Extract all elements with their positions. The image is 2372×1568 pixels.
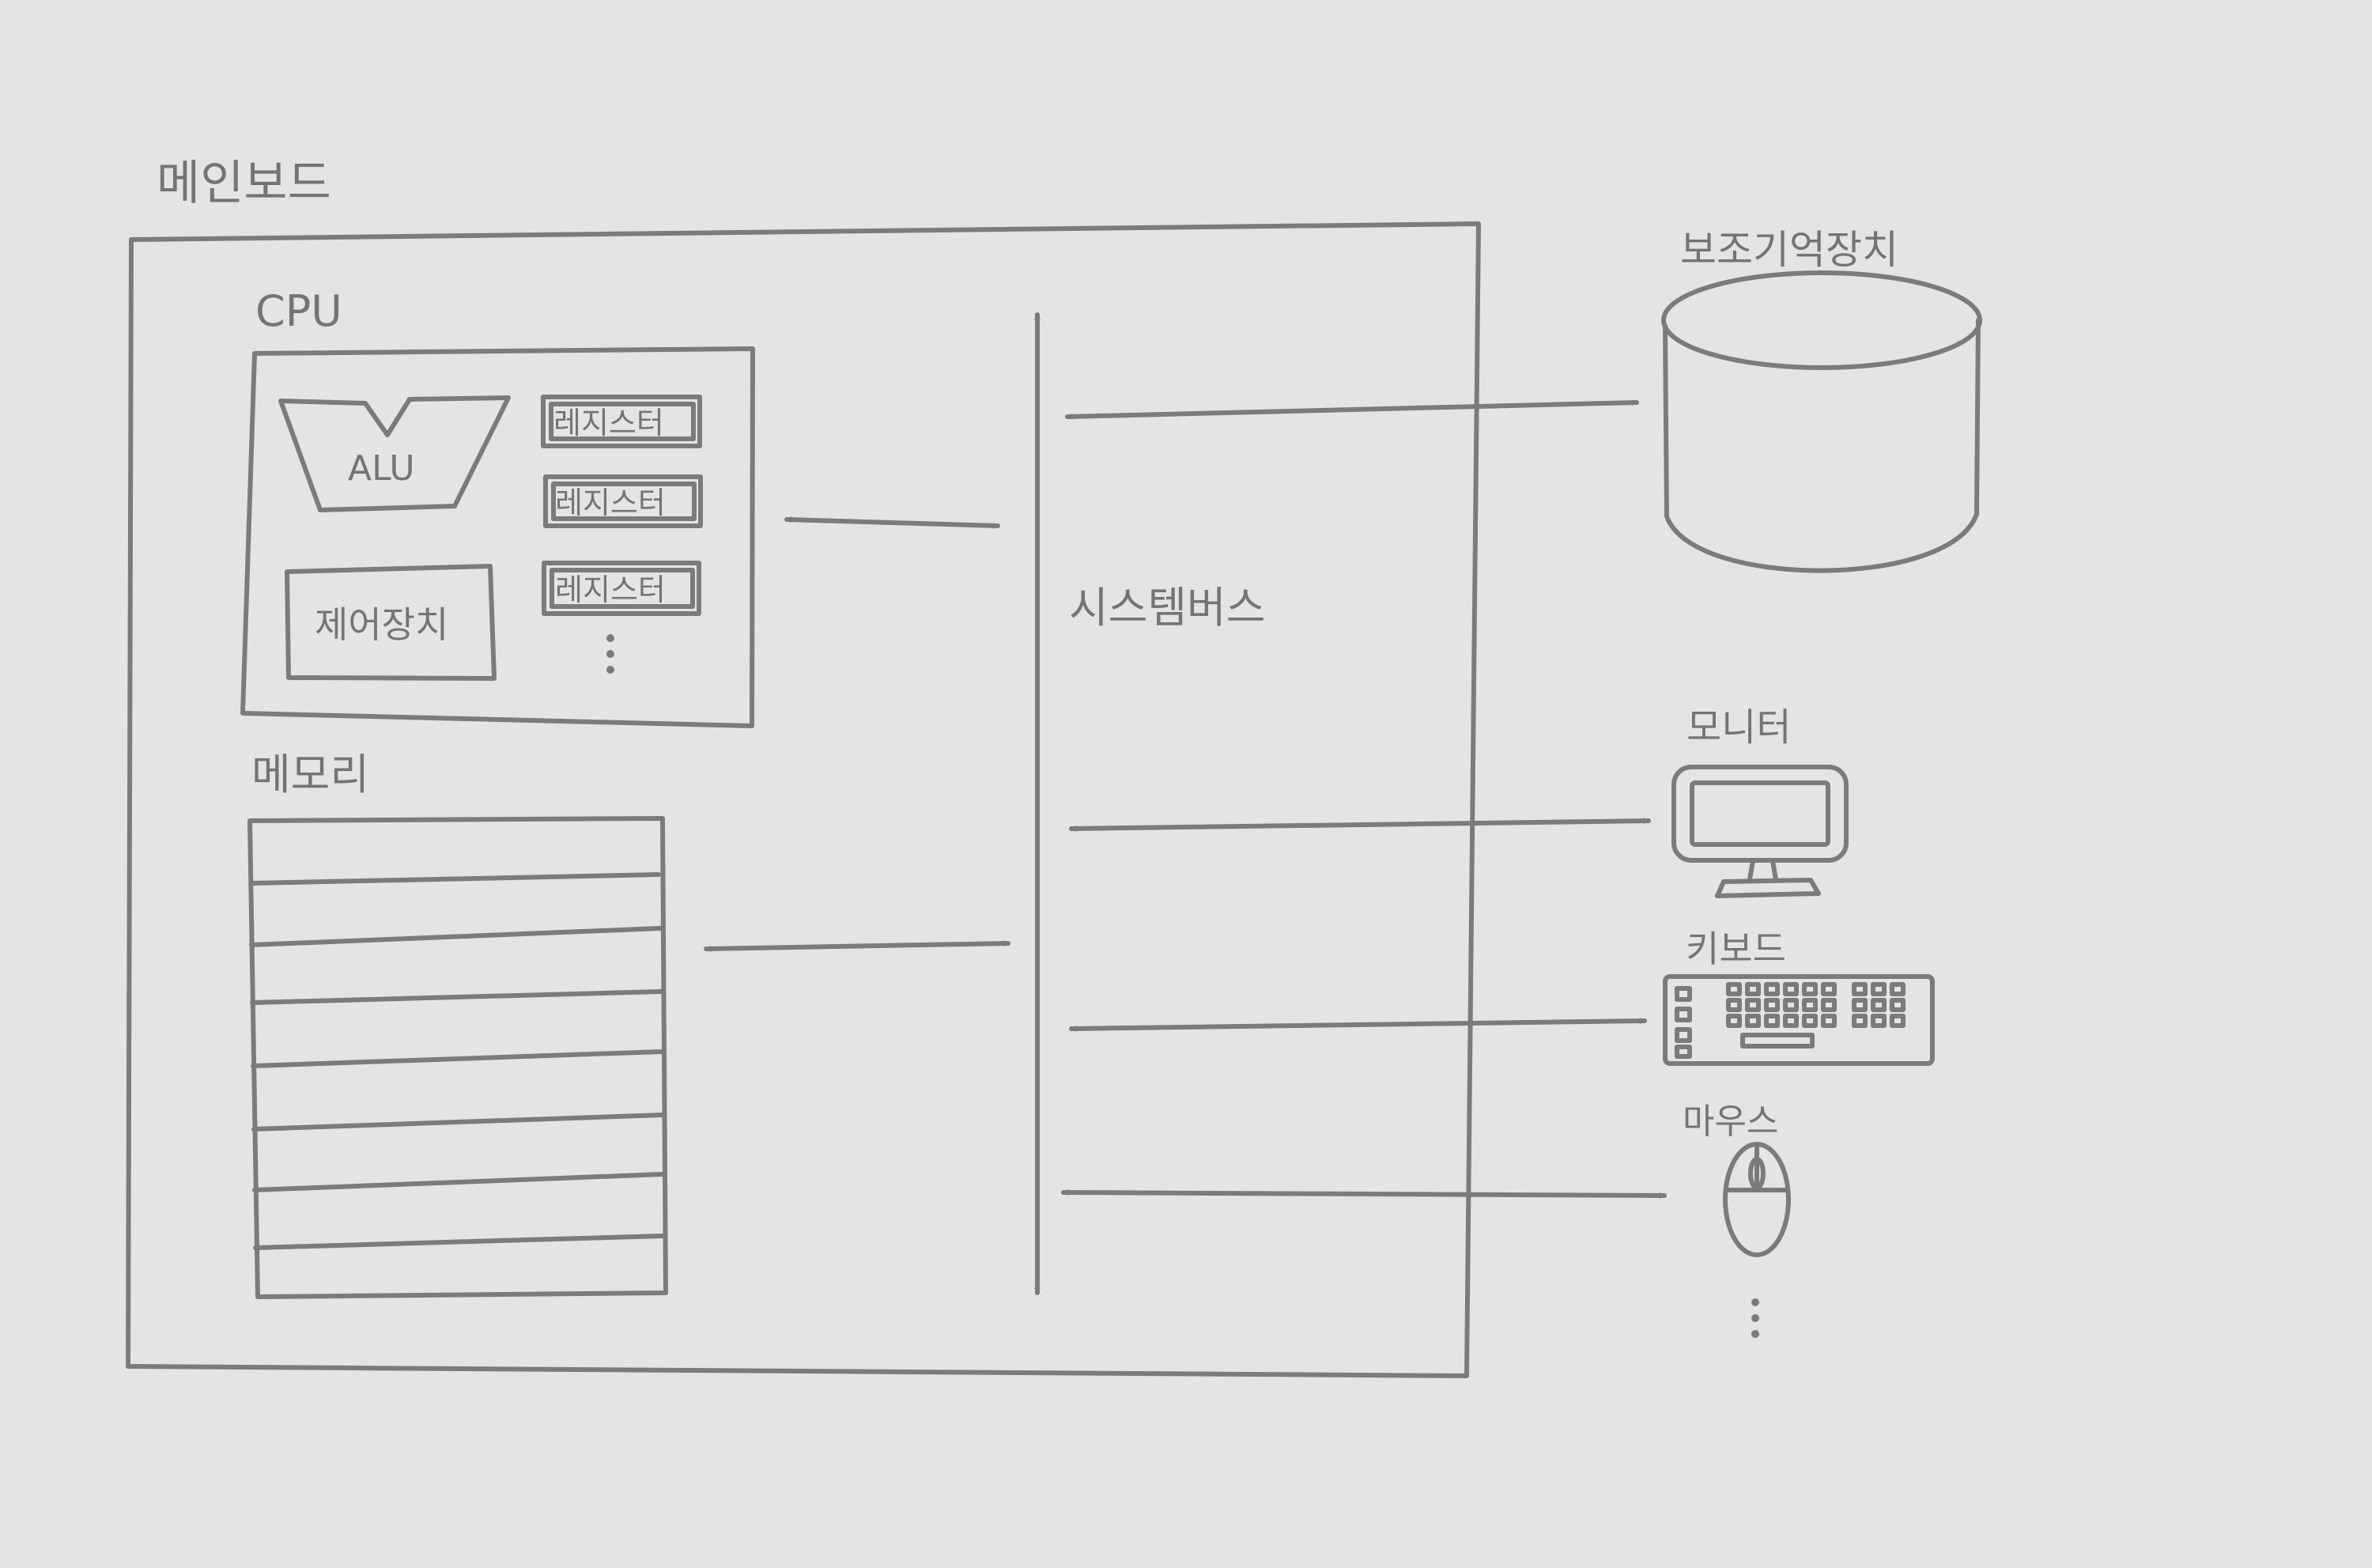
register-label-1: 레지스터 (553, 406, 664, 440)
register-box-3 (542, 561, 701, 616)
mainboard-label: 메인보드 (157, 156, 331, 211)
register-ellipsis-dot (606, 650, 614, 658)
register-box-2 (543, 474, 703, 528)
memory-cells (249, 872, 666, 1250)
keyboard-bus-arrow (1069, 1021, 1647, 1029)
register-ellipsis-dot (606, 666, 614, 674)
mouse-icon (1723, 1142, 1791, 1257)
devices-ellipsis-dot (1751, 1330, 1759, 1338)
system-bus-label: 시스템버스 (1069, 583, 1265, 633)
register-inner-2 (551, 482, 697, 521)
secondary-storage-label: 보조기억장치 (1680, 227, 1898, 273)
mouse-bus-arrow (1061, 1192, 1667, 1196)
register-box-1 (541, 395, 702, 448)
register-label-3: 레지스터 (555, 572, 666, 607)
control-unit-label: 제어장치 (315, 603, 448, 646)
monitor-label: 모니터 (1686, 705, 1791, 750)
keyboard-label: 키보드 (1686, 928, 1786, 970)
cpu-label: CPU (255, 286, 342, 336)
memory-box (247, 816, 668, 1299)
cpu-box (240, 346, 755, 728)
cpu-bus-arrow (784, 520, 1000, 526)
monitor-icon (1671, 765, 1849, 898)
storage-bus-arrow (1065, 402, 1639, 417)
alu-label: ALU (348, 448, 415, 489)
alu-shape (278, 395, 511, 512)
register-inner-1 (549, 402, 696, 441)
register-label-2: 레지스터 (555, 486, 666, 520)
devices-ellipsis-dot (1751, 1314, 1759, 1322)
secondary-storage-cylinder (1661, 270, 1982, 573)
register-inner-3 (550, 568, 695, 609)
devices-ellipsis-dot (1751, 1298, 1759, 1306)
mouse-label: 마우스 (1683, 1101, 1778, 1142)
control-unit-box (285, 564, 497, 681)
keyboard-icon (1663, 974, 1935, 1066)
mainboard-box (126, 221, 1481, 1378)
register-ellipsis-dot (606, 634, 614, 642)
memory-bus-arrow (704, 943, 1010, 949)
monitor-bus-arrow (1069, 821, 1651, 829)
memory-label: 메모리 (251, 750, 369, 799)
